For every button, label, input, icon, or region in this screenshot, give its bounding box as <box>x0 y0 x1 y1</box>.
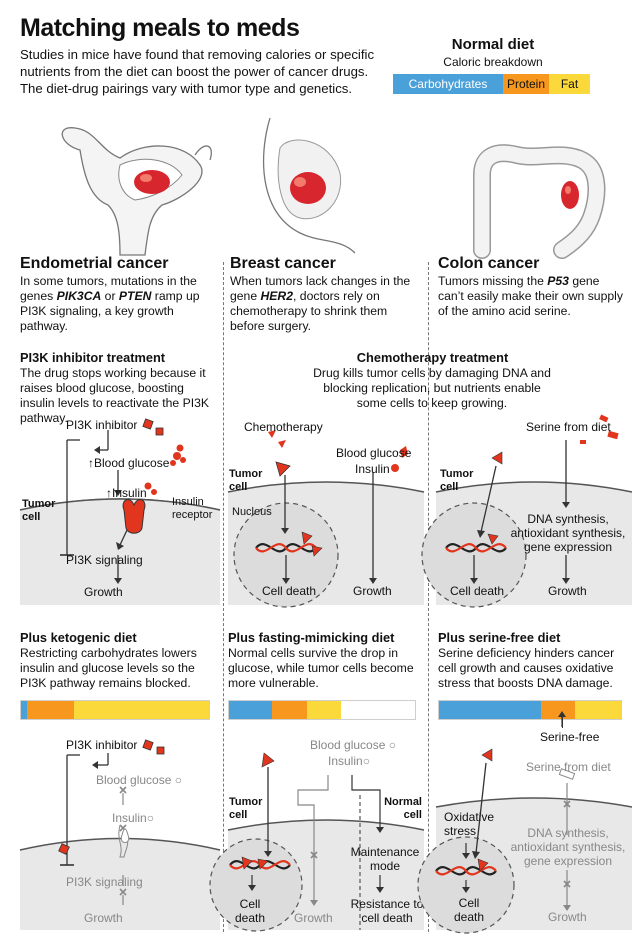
keto-diagram <box>19 739 221 930</box>
protein-segment: Protein <box>503 74 549 94</box>
breast-tumor-cell-label: Tumor cell <box>229 468 263 493</box>
fasting-diet-bar <box>228 700 416 720</box>
serine-free-serine-label: Serine from diet <box>526 760 611 774</box>
carbohydrates-segment: Carbohydrates <box>393 74 503 94</box>
serine-free-growth-label: Growth <box>548 910 587 924</box>
breast-heading: Breast cancer <box>230 255 336 272</box>
serine-free-label: Serine-free <box>540 730 600 744</box>
chemo-colon-diagram <box>421 414 633 608</box>
pi3k-diagram <box>19 418 221 605</box>
colon-growth-label: Growth <box>548 584 587 598</box>
fasting-tumor-cell-label: Tumor cell <box>229 796 263 821</box>
pi3k-treatment-heading: PI3K inhibitor treatment <box>20 350 166 365</box>
pi3k-inhibitor-label: PI3K inhibitor <box>66 418 138 432</box>
pi3k-treatment-text: The drug stops working because it raises… <box>20 366 210 425</box>
fasting-heading: Plus fasting-mimicking diet <box>228 630 395 645</box>
column-divider-2 <box>428 262 429 932</box>
fasting-blood-glucose-label: Blood glucose ○ <box>310 738 396 752</box>
serine-free-heading: Plus serine-free diet <box>438 630 561 645</box>
breast-growth-label: Growth <box>353 584 392 598</box>
keto-heading: Plus ketogenic diet <box>20 630 137 645</box>
serine-free-diagram <box>417 711 633 934</box>
colon-cell-death-label: Cell death <box>450 584 505 598</box>
fasting-growth-label: Growth <box>294 911 333 925</box>
insulin-circle-icon: ○ <box>362 754 370 768</box>
keto-insulin-label: Insulin○ <box>112 811 154 825</box>
glucose-hexagon-icon: ○ <box>388 738 396 752</box>
normal-diet-bar: Carbohydrates Protein Fat <box>393 74 590 94</box>
fasting-cell-death-label: Cell death <box>234 897 266 925</box>
breast-blood-glucose-label: Blood glucose <box>336 446 412 460</box>
keto-pi3k-inhibitor-label: PI3K inhibitor <box>66 738 138 752</box>
oxidative-stress-label: Oxidative stress <box>444 810 495 838</box>
blood-glucose-label: ↑Blood glucose <box>88 456 170 470</box>
serine-carb-segment <box>439 701 541 719</box>
colon-heading: Colon cancer <box>438 255 540 272</box>
colon-text: Tumors missing the P53 gene can’t easily… <box>438 274 623 318</box>
chemo-treatment-heading: Chemotherapy treatment <box>356 350 509 365</box>
keto-blood-glucose-label: Blood glucose ○ <box>96 773 182 787</box>
fasting-text: Normal cells survive the drop in glucose… <box>228 646 414 690</box>
resistance-label: Resistance to cell death <box>350 897 424 925</box>
pi3k-signaling-label: PI3K signaling <box>66 553 143 567</box>
colon-illustration <box>473 144 606 259</box>
fasting-protein-segment <box>271 701 308 719</box>
synthesis-label: DNA synthesis, antioxidant synthesis, ge… <box>510 512 626 554</box>
keto-carb-segment <box>21 701 27 719</box>
colon-tumor-cell-label: Tumor cell <box>440 468 474 493</box>
insulin-label: ↑Insulin <box>106 486 147 500</box>
page-title: Matching meals to meds <box>20 14 300 42</box>
maintenance-mode-label: Maintenance mode <box>350 845 420 873</box>
chemo-breast-diagram <box>227 430 425 608</box>
keto-fat-segment <box>73 701 209 719</box>
serine-free-cell-death-label: Cell death <box>453 896 485 924</box>
intro-text: Studies in mice have found that removing… <box>20 47 375 96</box>
fasting-carb-segment <box>229 701 272 719</box>
normal-diet-subtitle: Caloric breakdown <box>443 55 543 69</box>
breast-illustration <box>262 117 356 254</box>
glucose-hexagon-icon: ○ <box>174 773 182 787</box>
fasting-fat-segment <box>307 701 341 719</box>
keto-pi3k-signaling-label: PI3K signaling <box>66 875 143 889</box>
serine-free-synthesis-label: DNA synthesis, antioxidant synthesis, ge… <box>510 826 626 868</box>
breast-insulin-label: Insulin <box>355 462 390 476</box>
breast-text: When tumors lack changes in the gene HER… <box>230 274 411 333</box>
normal-cell-label: Normal cell <box>384 796 422 821</box>
breast-cell-death-label: Cell death <box>262 584 317 598</box>
endometrial-heading: Endometrial cancer <box>20 255 169 272</box>
serine-free-text: Serine deficiency hinders cancer cell gr… <box>438 646 615 690</box>
serine-fat-segment <box>575 701 621 719</box>
normal-diet-title: Normal diet <box>451 36 535 53</box>
chemotherapy-label: Chemotherapy <box>244 420 323 434</box>
fasting-insulin-label: Insulin○ <box>328 754 370 768</box>
nucleus-label: Nucleus <box>232 506 272 518</box>
serine-protein-segment <box>540 701 576 719</box>
keto-protein-segment <box>26 701 74 719</box>
serine-diet-bar <box>438 700 622 720</box>
keto-growth-label: Growth <box>84 911 123 925</box>
uterus-illustration <box>61 127 212 256</box>
endometrial-text: In some tumors, mutations in the genes P… <box>20 274 200 333</box>
growth-label: Growth <box>84 585 123 599</box>
insulin-receptor-label: Insulin receptor <box>172 496 213 521</box>
fasting-diagram <box>209 752 425 932</box>
serine-free-marker <box>562 714 563 728</box>
insulin-circle-icon: ○ <box>146 811 154 825</box>
fat-segment: Fat <box>549 74 590 94</box>
chemo-treatment-text: Drug kills tumor cells by damaging DNA a… <box>313 366 551 410</box>
keto-diet-bar <box>20 700 210 720</box>
tumor-cell-label: Tumor cell <box>22 498 56 523</box>
column-divider-1 <box>223 262 224 932</box>
serine-from-diet-label: Serine from diet <box>526 420 611 434</box>
keto-text: Restricting carbohydrates lowers insulin… <box>20 646 197 690</box>
